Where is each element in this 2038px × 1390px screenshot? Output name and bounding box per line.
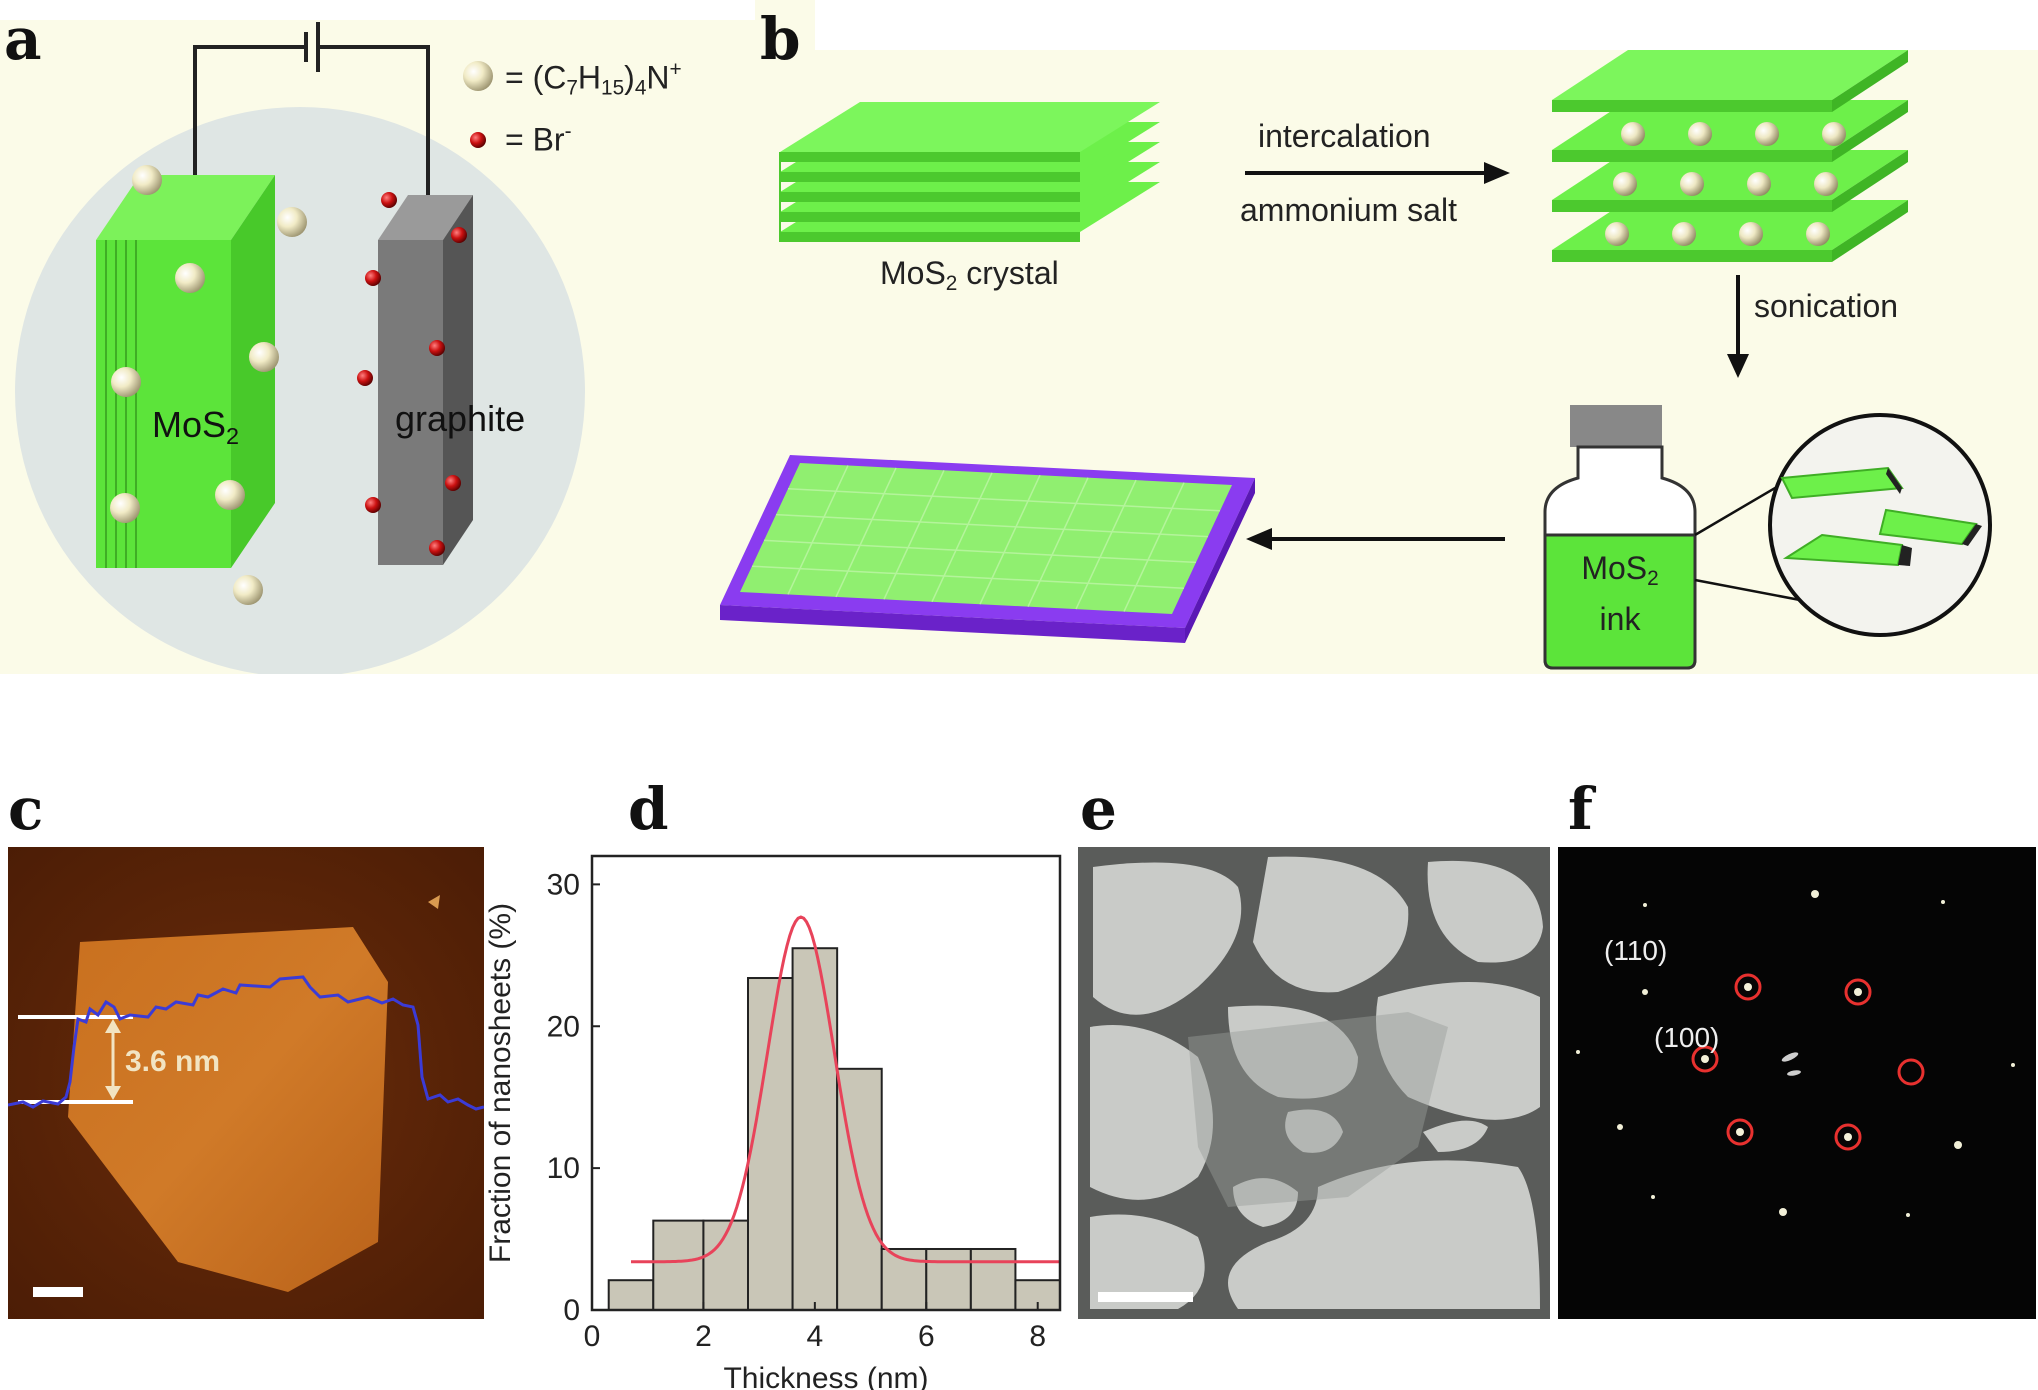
tem-hole	[1228, 1005, 1358, 1099]
bromide-ions	[357, 192, 467, 556]
histogram-bar	[607, 1279, 655, 1311]
panel-c-letter: c	[8, 775, 44, 843]
histogram-bar	[969, 1247, 1017, 1311]
tem-hole	[1427, 860, 1543, 963]
diffraction-spot	[1844, 1133, 1852, 1141]
ink-label: MoS2 ink	[1581, 550, 1659, 638]
diffraction-spot	[1744, 983, 1752, 991]
circuit-wire	[193, 45, 306, 180]
highlighted-spot-ring	[1844, 978, 1872, 1006]
diffraction-spot	[1941, 900, 1945, 904]
panel-a-letter: a	[4, 5, 42, 73]
sonication-label: sonication	[1754, 288, 1899, 324]
x-tick-label: 2	[695, 1320, 712, 1353]
afm-image	[8, 847, 484, 1319]
y-tick-label: 20	[547, 1010, 580, 1043]
intercalated-stack	[1552, 50, 1908, 262]
ink-vial	[1543, 405, 1697, 670]
diffraction-spot	[2011, 1063, 2015, 1067]
mos2-crystal-stack	[779, 102, 1160, 242]
film-flake-texture	[751, 465, 1221, 612]
legend-bromide-marker	[470, 132, 486, 148]
diffraction-spot	[1954, 1141, 1962, 1149]
legend-ammonium-marker	[463, 61, 493, 91]
afm-height-label: 3.6 nm	[125, 1045, 221, 1078]
diffraction-spot	[1617, 1124, 1623, 1130]
diffraction-spot	[1642, 989, 1648, 995]
tem-hole	[1285, 1109, 1343, 1153]
legend-bromide-label: = Br-	[505, 120, 572, 158]
panel-e-letter: e	[1080, 775, 1117, 843]
spot-110-label: (110)	[1604, 935, 1668, 966]
tem-image	[1078, 847, 1550, 1319]
spot-100-label: (100)	[1654, 1022, 1720, 1053]
intercalation-arrow	[1245, 162, 1510, 184]
highlighted-spot-ring	[1734, 973, 1762, 1001]
graphite-electrode-label: graphite	[395, 398, 526, 439]
graphite-electrode	[378, 195, 473, 565]
tem-scale-bar	[1098, 1292, 1193, 1302]
gaussian-fit-curve	[631, 915, 1060, 1264]
y-axis-label: Fraction of nanosheets (%)	[484, 903, 517, 1263]
tem-hole	[1090, 1214, 1205, 1309]
plot-frame	[590, 854, 1062, 1312]
x-tick-label: 6	[918, 1320, 935, 1353]
y-tick-label: 30	[547, 868, 580, 901]
highlighted-spot-ring	[1691, 1045, 1719, 1073]
highlighted-spot-ring	[1834, 1123, 1862, 1151]
diffraction-spot	[1701, 1055, 1709, 1063]
beam-stop	[1781, 1052, 1801, 1076]
mos2-electrode-label: MoS2	[152, 404, 240, 450]
tem-hole	[1376, 982, 1540, 1120]
tem-hole	[1228, 1160, 1540, 1309]
afm-scale-bar	[33, 1287, 83, 1297]
panel-b-letter: b	[760, 5, 801, 73]
histogram-bar	[652, 1219, 705, 1311]
x-tick-label: 4	[807, 1320, 824, 1353]
afm-height-arrow	[105, 1019, 121, 1100]
y-tick-label: 10	[547, 1152, 580, 1185]
histogram-bar	[925, 1247, 972, 1311]
panel-b-letter-backdrop	[755, 0, 815, 50]
afm-height-profile	[8, 975, 484, 1111]
magnified-flakes	[1694, 413, 1992, 637]
diffraction-spot	[1811, 890, 1819, 898]
diffraction-spot	[1643, 903, 1647, 907]
y-tick-label: 0	[563, 1294, 580, 1327]
x-tick-label: 0	[584, 1320, 601, 1353]
diffraction-spot	[1736, 1128, 1744, 1136]
sonication-arrow	[1727, 275, 1749, 378]
deposition-arrow	[1246, 528, 1505, 550]
diffraction-spot	[1906, 1213, 1910, 1217]
diffraction-spot	[1576, 1050, 1580, 1054]
tem-hole	[1090, 1025, 1213, 1200]
tem-nanosheet	[1188, 1012, 1448, 1207]
ammonium-salt-label: ammonium salt	[1240, 192, 1457, 228]
mos2-electrode	[96, 175, 275, 568]
intercalated-ions	[1605, 122, 1846, 246]
panel-d-letter: d	[628, 775, 669, 843]
intercalation-label: intercalation	[1258, 118, 1431, 154]
x-tick-label: 8	[1029, 1320, 1046, 1353]
tem-hole	[1093, 862, 1242, 1015]
circuit-wire	[318, 45, 430, 210]
diffraction-spot	[1779, 1208, 1787, 1216]
panel-f-letter: f	[1568, 775, 1593, 843]
x-axis-label: Thickness (nm)	[723, 1362, 928, 1390]
tem-hole	[1253, 856, 1409, 993]
ammonium-ions	[110, 165, 307, 605]
tem-hole	[1423, 1120, 1488, 1152]
diffraction-spot	[1651, 1195, 1655, 1199]
legend-ammonium-label: = (C7H15)4N+	[505, 58, 682, 100]
panel-a-schematic	[15, 22, 585, 674]
tem-hole	[1233, 1178, 1298, 1227]
histogram-bar	[791, 947, 839, 1311]
crystal-label: MoS2 crystal	[880, 255, 1059, 296]
diffraction-spot	[1854, 988, 1862, 996]
saed-pattern	[1558, 847, 2036, 1319]
highlighted-spot-ring	[1726, 1118, 1754, 1146]
panel-b-schematic	[720, 50, 1992, 670]
highlighted-spot-ring	[1897, 1058, 1925, 1086]
